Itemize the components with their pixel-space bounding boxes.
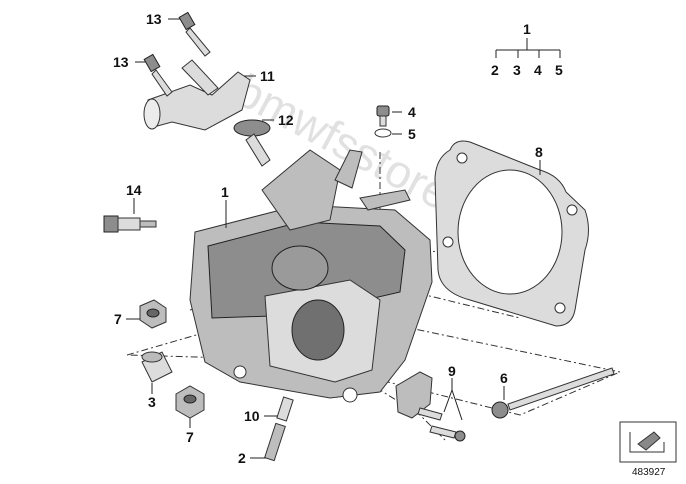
label-13b: 13	[113, 54, 129, 70]
long-bolt-6	[491, 367, 615, 419]
part-group-legend: 1 2 3 4 5	[491, 21, 563, 78]
thermostat	[233, 119, 271, 167]
legend-root: 1	[523, 21, 531, 37]
stud-2	[264, 422, 286, 462]
label-9: 9	[448, 363, 456, 379]
nut-7-upper	[139, 299, 167, 329]
bolt-4	[376, 105, 390, 127]
bolt-13-left	[143, 53, 173, 97]
legend-child-5: 5	[555, 62, 563, 78]
label-8: 8	[535, 144, 543, 160]
label-1: 1	[221, 184, 229, 200]
leader-lines	[126, 18, 541, 459]
label-14: 14	[126, 182, 142, 198]
diagram-id: 483927	[632, 467, 666, 478]
label-5: 5	[408, 126, 416, 142]
label-6: 6	[500, 370, 508, 386]
part-labels: 13 13 11 12 4 5 8 14 1 7 3 7 10 2 9 6	[113, 11, 543, 466]
label-13a: 13	[146, 11, 162, 27]
label-7b: 7	[186, 429, 194, 445]
temperature-sensor-14	[103, 215, 157, 233]
sleeve-3	[141, 351, 173, 383]
legend-child-3: 3	[513, 62, 521, 78]
label-3: 3	[148, 394, 156, 410]
washer-5	[374, 128, 392, 138]
bolt-13-top	[178, 11, 211, 57]
nut-7-lower	[175, 385, 205, 419]
head-gasket	[434, 140, 589, 327]
bracket-9	[395, 371, 466, 442]
label-10: 10	[244, 408, 260, 424]
label-4: 4	[408, 104, 416, 120]
direction-arrow-icon: 483927	[619, 421, 677, 478]
label-2: 2	[238, 450, 246, 466]
legend-child-4: 4	[534, 62, 542, 78]
label-11: 11	[260, 68, 275, 84]
cylinder-head	[189, 149, 433, 403]
dowel-10	[276, 396, 294, 422]
label-7a: 7	[114, 311, 122, 327]
legend-child-2: 2	[491, 62, 499, 78]
coolant-elbow	[143, 59, 251, 131]
label-12: 12	[278, 112, 294, 128]
